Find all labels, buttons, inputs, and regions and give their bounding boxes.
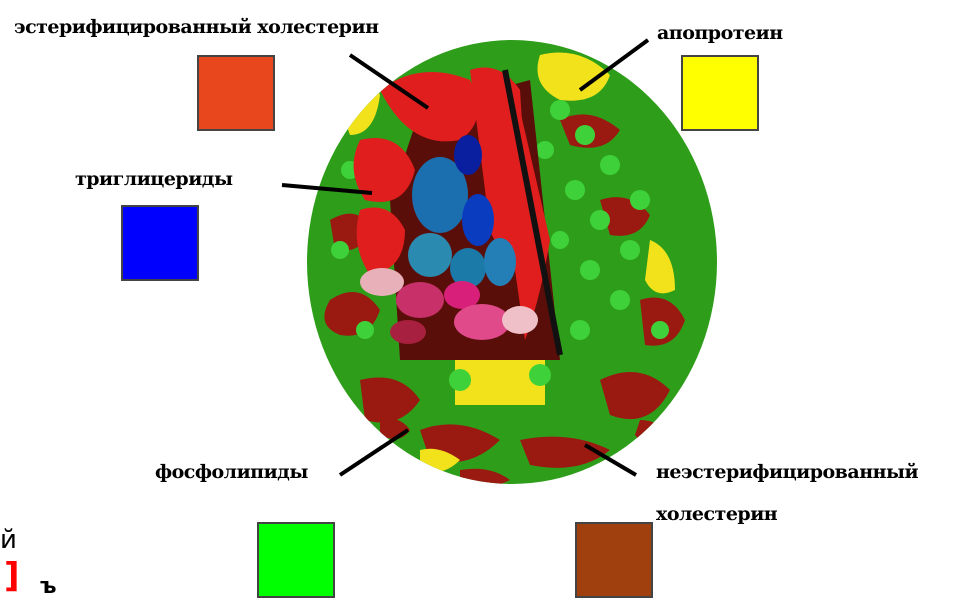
- pointer-phospholipids: [340, 430, 408, 475]
- label-nonesterified-line1: неэстерифицированный: [656, 463, 918, 482]
- label-nonesterified-line2: холестерин: [656, 505, 777, 524]
- fragment-bottom-mark: ъ: [40, 574, 57, 599]
- fragment-red-mark: ]: [4, 556, 20, 596]
- swatch-nonesterified: [575, 522, 653, 598]
- label-triglycerides: триглицериды: [75, 170, 233, 189]
- swatch-triglycerides: [121, 205, 199, 281]
- label-esterified-cholesterol: эстерифицированный холестерин: [14, 18, 378, 37]
- fragment-letter: й: [0, 525, 17, 555]
- swatch-phospholipids: [257, 522, 335, 598]
- swatch-esterified: [197, 55, 275, 131]
- swatch-apoprotein: [681, 55, 759, 131]
- label-apoprotein: апопротеин: [657, 24, 783, 43]
- label-phospholipids: фосфолипиды: [155, 463, 308, 482]
